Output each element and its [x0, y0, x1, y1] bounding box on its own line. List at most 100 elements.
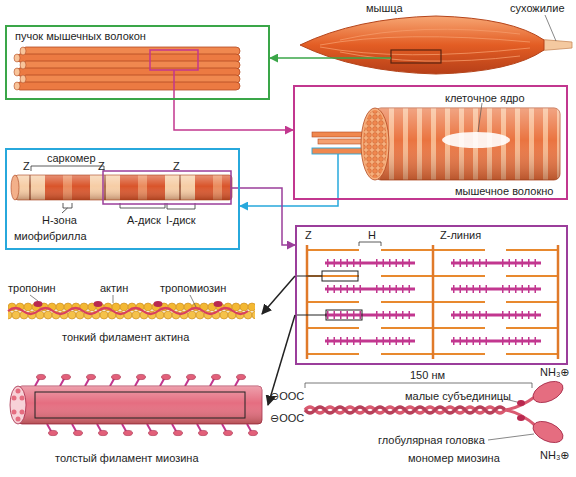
troponin: [94, 301, 103, 307]
node-text: саркомер: [47, 152, 96, 165]
node-text: сухожилие: [510, 2, 565, 15]
zoom-line: [337, 154, 339, 200]
myofibril: [11, 166, 240, 213]
fibril-ends: [363, 110, 387, 178]
leader-line: [488, 399, 534, 440]
connector-arrow: [240, 200, 338, 206]
fiber-body: [375, 108, 560, 180]
node-text: мышечное волокно: [455, 185, 553, 198]
node-text: Z: [98, 160, 105, 173]
z-line: [557, 245, 560, 359]
muscle-striation: [320, 29, 530, 61]
filament-shading: [18, 386, 262, 424]
node-text: миофибрилла: [14, 230, 87, 243]
z-line: [306, 245, 309, 359]
zoom-frame: [35, 392, 245, 418]
cell-nucleus: [442, 132, 510, 148]
zoom-frame: [391, 50, 441, 63]
node-text: Z-линия: [440, 229, 481, 242]
node-text: толстый филамент миозина: [55, 452, 199, 465]
tail-strand: [305, 407, 505, 413]
part-label: ⊖OOC: [270, 390, 304, 403]
myosin-monomer: [305, 377, 566, 447]
zoom-line: [173, 70, 175, 100]
part-label: глобулярная головка: [378, 434, 485, 447]
part-label: ⊖OOC: [270, 412, 304, 425]
node-text: тонкий филамент актина: [62, 331, 189, 344]
tail-strand: [305, 407, 505, 413]
zoom-frame: [322, 271, 358, 281]
fiber-box: клеточное ядро мышечное волокно: [293, 85, 568, 200]
leader-line: [478, 103, 482, 132]
fiber-end: [361, 108, 389, 180]
zoom-line: [296, 57, 391, 59]
node-text: Z: [23, 160, 30, 173]
connector-arrow: [174, 100, 293, 130]
node-text: тропомиозин: [160, 282, 226, 295]
filament-end: [10, 386, 26, 424]
muscle-belly: [300, 16, 544, 74]
h-bracket: [359, 242, 381, 246]
myosin-filament: [10, 374, 262, 435]
muscle-shape: мышца сухожилие: [296, 0, 576, 78]
fiber-bundle: [14, 47, 240, 100]
fiber-end: [20, 61, 26, 69]
fiber-end: [14, 82, 20, 90]
part-label: малые субъединицы: [405, 390, 511, 403]
part-label: 150 нм: [410, 369, 445, 382]
filament-body: [18, 386, 262, 424]
troponin: [214, 301, 223, 307]
fiber-end: [14, 54, 20, 62]
node-text: актин: [100, 282, 128, 295]
troponin: [34, 301, 43, 307]
actin-filament: [8, 295, 255, 320]
zoom-frame: [103, 171, 231, 204]
myofibril-box: ZсаркомерZZH-зонамиофибриллаA-дискI-диск: [5, 148, 240, 250]
connector-arrow: [262, 276, 295, 314]
troponin: [154, 301, 163, 307]
zoom-line: [296, 276, 322, 277]
node-text: Z: [173, 160, 180, 173]
sarcomere-box: Z H Z-линия: [295, 225, 568, 365]
length-bracket: [305, 383, 532, 388]
myosin-tail: [12, 396, 17, 401]
node-text: Z: [305, 229, 312, 242]
h-zone-bracket: [62, 203, 72, 213]
a-band: [15, 175, 232, 200]
myofibril-end: [11, 175, 19, 200]
node-text: клеточное ядро: [445, 92, 525, 105]
zoom-frame: [326, 310, 362, 320]
fiber-shading: [375, 108, 560, 180]
leader-line: [545, 15, 556, 41]
node-text: мышца: [366, 2, 403, 15]
myofibril-shading: [15, 175, 232, 200]
node-text: тропонин: [8, 282, 56, 295]
myosin-tail: [20, 410, 25, 415]
sarcomere-bracket: [31, 166, 104, 171]
fiber-end: [14, 68, 20, 76]
z-line: [432, 245, 435, 359]
bundle-box: пучок мышечных волокон: [5, 25, 270, 100]
node-text: H: [368, 229, 376, 242]
connector-arrow: [270, 57, 296, 59]
muscle-illustration: [296, 15, 572, 74]
zoom-line: [296, 315, 326, 316]
muscle-fiber: [312, 103, 560, 200]
node-text: A-диск: [127, 214, 161, 227]
light-chain: [517, 415, 525, 421]
node-text: пучок мышечных волокон: [15, 30, 146, 43]
node-text: I-диск: [166, 214, 196, 227]
light-chain: [517, 400, 525, 406]
part-label: NH₃⊕: [540, 366, 570, 379]
connector-arrow: [240, 188, 295, 245]
zoom-frame: [150, 50, 198, 70]
sarcomere-detail: [296, 242, 558, 359]
globular-head: [530, 417, 567, 447]
tropomyosin-strand: [8, 308, 248, 314]
thick-filament: толстый филамент миозина: [0, 368, 268, 470]
fiber-end: [20, 47, 26, 55]
fiber-end: [20, 75, 26, 83]
leader-line: [30, 295, 196, 307]
fiber: [16, 82, 240, 90]
